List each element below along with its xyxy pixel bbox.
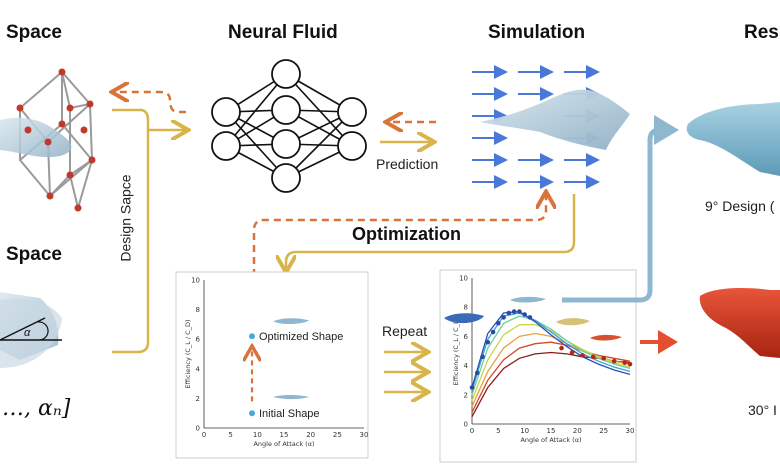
chart2-y-tick-label: 6 (464, 333, 469, 341)
blue-marker (485, 339, 491, 345)
neural-network (211, 59, 367, 193)
blue-marker (506, 310, 512, 316)
blue-marker (522, 312, 527, 317)
chart2-y-tick-label: 0 (464, 421, 468, 429)
optimization-loop-dashed (252, 194, 546, 276)
chart1-y-tick-label: 4 (196, 365, 201, 373)
blue-marker (511, 309, 517, 314)
blue-marker (490, 329, 496, 335)
chart1-x-tick-label: 30 (360, 431, 369, 439)
blue-marker (480, 354, 485, 360)
chart2-y-tick-label: 2 (464, 391, 468, 399)
red-marker (590, 354, 596, 360)
chart2-x-tick-label: 0 (470, 427, 474, 435)
chart2-x-tick-label: 20 (573, 427, 582, 435)
blue-marker (496, 320, 501, 326)
red-marker (627, 361, 633, 367)
feedback-dashed-arrow (114, 92, 186, 114)
result-link-arrow-top (562, 115, 679, 303)
initial-shape-icon (273, 395, 310, 400)
initial-point (249, 410, 255, 417)
header-space-mid: Space (6, 244, 62, 265)
chart1-x-tick-label: 5 (228, 431, 232, 439)
chart2-y-tick-label: 8 (464, 304, 468, 312)
gold-connector (112, 108, 186, 354)
efficiency-series-line (471, 310, 631, 388)
simulation-wing (480, 89, 630, 150)
shape-icon-red (590, 334, 622, 341)
chart1-x-tick-label: 25 (333, 431, 342, 439)
header-simulation: Simulation (488, 22, 586, 43)
optimization-label: Optimization (352, 224, 461, 244)
chart2-y-tick-label: 4 (464, 362, 469, 370)
header-results: Res (744, 22, 779, 43)
red-marker (569, 350, 575, 355)
optimization-loop-gold (286, 194, 576, 270)
chart2-y-tick-label: 10 (459, 275, 468, 283)
shape-icon-gold (556, 318, 590, 326)
chart1-x-tick-label: 0 (202, 431, 206, 439)
design-space-lattice (0, 68, 96, 212)
optimized-shape-label: Optimized Shape (259, 331, 343, 343)
chart1-y-tick-label: 2 (196, 395, 200, 403)
prediction-label: Prediction (376, 156, 439, 172)
chart2-x-axis-label: Angle of Attack (α) (520, 436, 581, 444)
shape-icon-blue (444, 313, 484, 324)
result-shape-blue (686, 102, 780, 176)
chart1-x-tick-label: 20 (306, 431, 315, 439)
alpha-symbol: α (24, 327, 31, 339)
repeat-label: Repeat (382, 323, 428, 339)
chart2-x-tick-label: 10 (520, 427, 529, 435)
optimized-point (249, 333, 255, 340)
chart2-x-tick-label: 15 (547, 427, 556, 435)
blue-marker (501, 315, 506, 320)
red-marker (611, 358, 617, 364)
red-marker (622, 360, 628, 365)
alpha-wing-illustration: α (0, 292, 62, 368)
chart2-x-tick-label: 25 (599, 427, 608, 435)
blue-marker (469, 385, 475, 390)
red-marker (601, 356, 606, 361)
chart2-x-tick-label: 5 (496, 427, 500, 435)
chart1-x-axis-label: Angle of Attack (α) (253, 440, 314, 448)
initial-shape-label: Initial Shape (259, 408, 320, 420)
chart1-y-tick-label: 0 (196, 425, 200, 433)
alpha-vector-label: …, αₙ] (2, 396, 71, 421)
blue-marker (527, 315, 533, 320)
result-top-caption: 9° Design ( (705, 198, 775, 214)
header-neural-fluid: Neural Fluid (228, 22, 338, 43)
blue-marker (517, 309, 522, 314)
repeat-arrows (384, 352, 426, 392)
chart1-y-tick-label: 8 (196, 306, 200, 314)
red-marker (580, 353, 585, 358)
optimized-shape-icon (273, 318, 310, 324)
chart1-y-axis-label: Efficiency (C_L / C_D) (184, 320, 192, 389)
chart1-y-tick-label: 6 (196, 336, 201, 344)
blue-marker (474, 370, 480, 376)
header-space-top: Space (6, 22, 62, 43)
chart2-x-tick-label: 30 (626, 427, 635, 435)
chart1-x-tick-label: 10 (253, 431, 262, 439)
chart1-x-tick-label: 15 (280, 431, 289, 439)
chart1-y-tick-label: 10 (191, 277, 200, 285)
red-marker (559, 345, 564, 351)
result-shape-red (699, 288, 780, 358)
shape-icon-light (510, 296, 546, 303)
chart2-y-axis-label: Efficiency (C_L / C_D) (452, 317, 460, 386)
result-bottom-caption: 30° I (748, 402, 777, 418)
